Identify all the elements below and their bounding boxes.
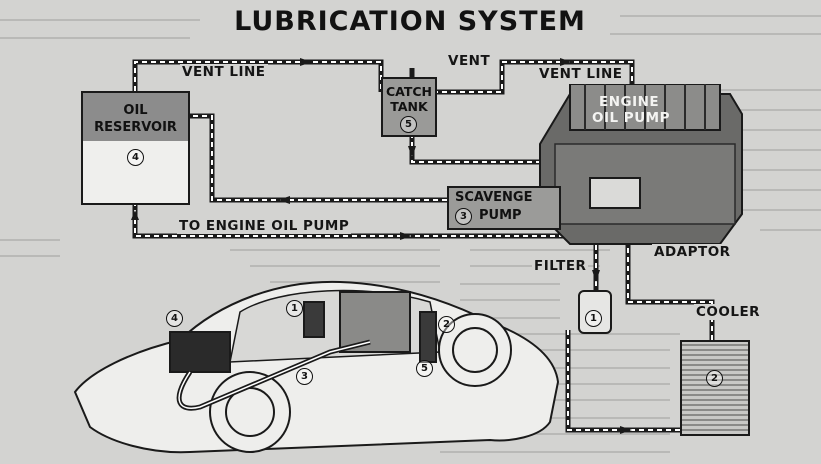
page-title: LUBRICATION SYSTEM (234, 6, 586, 37)
vent-label: VENT (446, 53, 493, 69)
engine-block (539, 84, 743, 245)
oil-reservoir-number: 4 (127, 149, 144, 166)
car-filter (303, 301, 325, 338)
car-callout-5: 5 (416, 360, 433, 377)
vent-line-left-label: VENT LINE (180, 64, 268, 80)
vent-line-right-label: VENT LINE (537, 66, 625, 82)
scavenge-pump-label-2: PUMP (479, 208, 522, 223)
catch-tank-number: 5 (400, 116, 417, 133)
car-oil-reservoir (169, 331, 231, 373)
filter-to-cooler-pipe (565, 330, 691, 433)
scavenge-pump-number: 3 (455, 208, 472, 225)
car-callout-3: 3 (296, 368, 313, 385)
car-callout-2: 2 (438, 316, 455, 333)
oil-reservoir-label-2: RESERVOIR (94, 120, 177, 135)
car-engine (339, 291, 411, 353)
cooler-number: 2 (706, 370, 723, 387)
catch-tank-label-1: CATCH (385, 84, 433, 99)
car-callout-4: 4 (166, 310, 183, 327)
car-illustration (73, 280, 560, 454)
car-callout-1: 1 (286, 300, 303, 317)
engine-oil-pump-label-1: ENGINE (599, 94, 660, 110)
scavenge-pump-label-1: SCAVENGE (455, 190, 533, 205)
cooler-label: COOLER (694, 304, 763, 320)
catch-tank: CATCH TANK 5 (381, 77, 437, 137)
oil-reservoir: OIL RESERVOIR 4 (81, 91, 190, 205)
filter-label: FILTER (532, 258, 589, 274)
to-engine-oil-pump-label: TO ENGINE OIL PUMP (177, 218, 352, 234)
filter: 1 (578, 290, 612, 334)
oil-reservoir-band (83, 93, 188, 141)
cooler: 2 (680, 340, 750, 436)
scavenge-pump: SCAVENGE 3 PUMP (447, 186, 561, 230)
engine-oil-pump-label-2: OIL PUMP (592, 110, 670, 126)
car-cooler (419, 311, 437, 363)
oil-reservoir-label-1: OIL (123, 103, 148, 118)
adaptor-label: ADAPTOR (652, 244, 733, 260)
catch-tank-label-2: TANK (390, 99, 428, 114)
filter-number: 1 (585, 310, 602, 327)
